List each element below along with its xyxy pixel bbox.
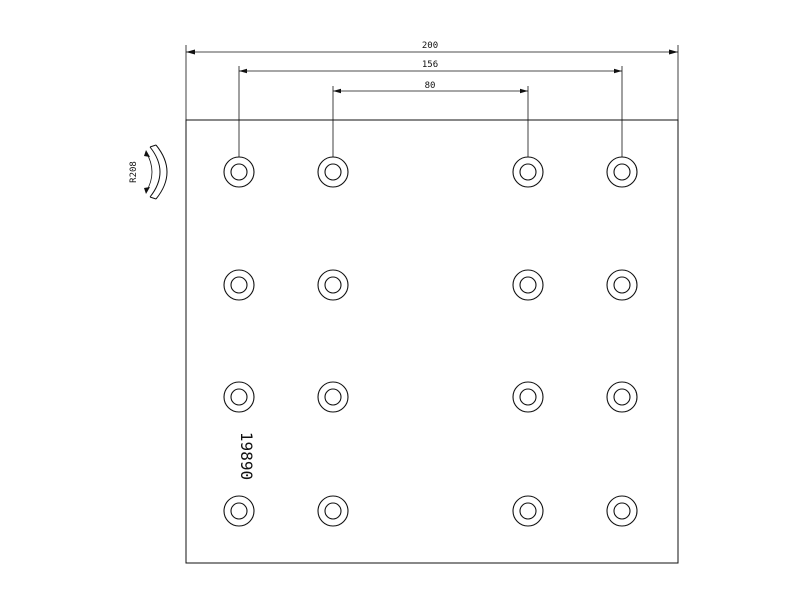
dimension-inner-hole-spacing: 80 [332,81,529,160]
arrowhead-left [186,49,195,55]
curvature-indicator: R208 [129,144,168,200]
rivet-hole-inner-ring [230,276,248,294]
rivet-hole-inner-ring [324,502,342,520]
dimension-outer-hole-spacing: 156 [238,60,623,160]
dimension-overall-width: 200 [185,41,679,120]
rivet-hole-inner-ring [613,163,631,181]
rivet-hole [512,381,544,413]
curvature-arc-outer [155,144,168,200]
rivet-hole-grid [223,156,638,527]
rivet-hole-inner-ring [324,388,342,406]
rivet-hole-inner-ring [230,163,248,181]
rivet-hole-inner-ring [519,502,537,520]
rivet-hole [317,156,349,188]
rivet-hole [223,156,255,188]
rivet-hole-outer-ring [223,156,255,188]
curvature-arrow-arc [145,151,153,193]
rivet-hole [512,269,544,301]
rivet-hole [606,495,638,527]
rivet-hole-outer-ring [317,381,349,413]
curvature-arrowhead-bottom [144,187,150,194]
rivet-hole-outer-ring [223,269,255,301]
rivet-hole-outer-ring [606,269,638,301]
rivet-hole [606,269,638,301]
lining-plate-outline [185,119,679,564]
rivet-hole-outer-ring [317,495,349,527]
dimension-label-inner-spacing: 80 [425,81,436,91]
arrowhead-right [669,49,678,55]
rivet-hole [223,269,255,301]
part-number-label: 19890 [237,432,256,480]
rivet-hole-inner-ring [230,388,248,406]
curvature-label: R208 [129,161,139,183]
curvature-arc-cap-top [149,144,157,148]
rivet-hole [512,156,544,188]
dimension-label-overall-width: 200 [422,41,438,51]
rivet-hole-outer-ring [606,156,638,188]
rivet-hole-inner-ring [613,276,631,294]
rivet-hole-inner-ring [519,163,537,181]
rivet-hole-inner-ring [324,276,342,294]
rivet-hole-outer-ring [606,381,638,413]
rivet-hole [223,381,255,413]
rivet-hole [317,495,349,527]
rivet-hole-outer-ring [512,495,544,527]
rivet-hole-outer-ring [512,381,544,413]
curvature-arc-inner [149,146,161,198]
rivet-hole [317,381,349,413]
rivet-hole [606,156,638,188]
rivet-hole-inner-ring [613,502,631,520]
rivet-hole-outer-ring [512,269,544,301]
curvature-arrowhead-top [144,150,150,157]
rivet-hole [606,381,638,413]
rivet-hole-inner-ring [613,388,631,406]
rivet-hole-outer-ring [223,495,255,527]
rivet-hole-inner-ring [230,502,248,520]
rivet-hole-outer-ring [512,156,544,188]
rivet-hole [512,495,544,527]
arrowhead-col2 [333,88,341,94]
rivet-hole [317,269,349,301]
rivet-hole-outer-ring [317,269,349,301]
arrowhead-col4 [614,68,622,74]
rivet-hole-inner-ring [324,163,342,181]
curvature-arc-cap-bottom [149,196,157,200]
rivet-hole-inner-ring [519,276,537,294]
arrowhead-col1 [239,68,247,74]
rivet-hole-outer-ring [317,156,349,188]
rivet-hole-outer-ring [606,495,638,527]
arrowhead-col3 [520,88,528,94]
dimension-label-outer-spacing: 156 [422,60,438,70]
rivet-hole [223,495,255,527]
rivet-hole-inner-ring [519,388,537,406]
rivet-hole-outer-ring [223,381,255,413]
